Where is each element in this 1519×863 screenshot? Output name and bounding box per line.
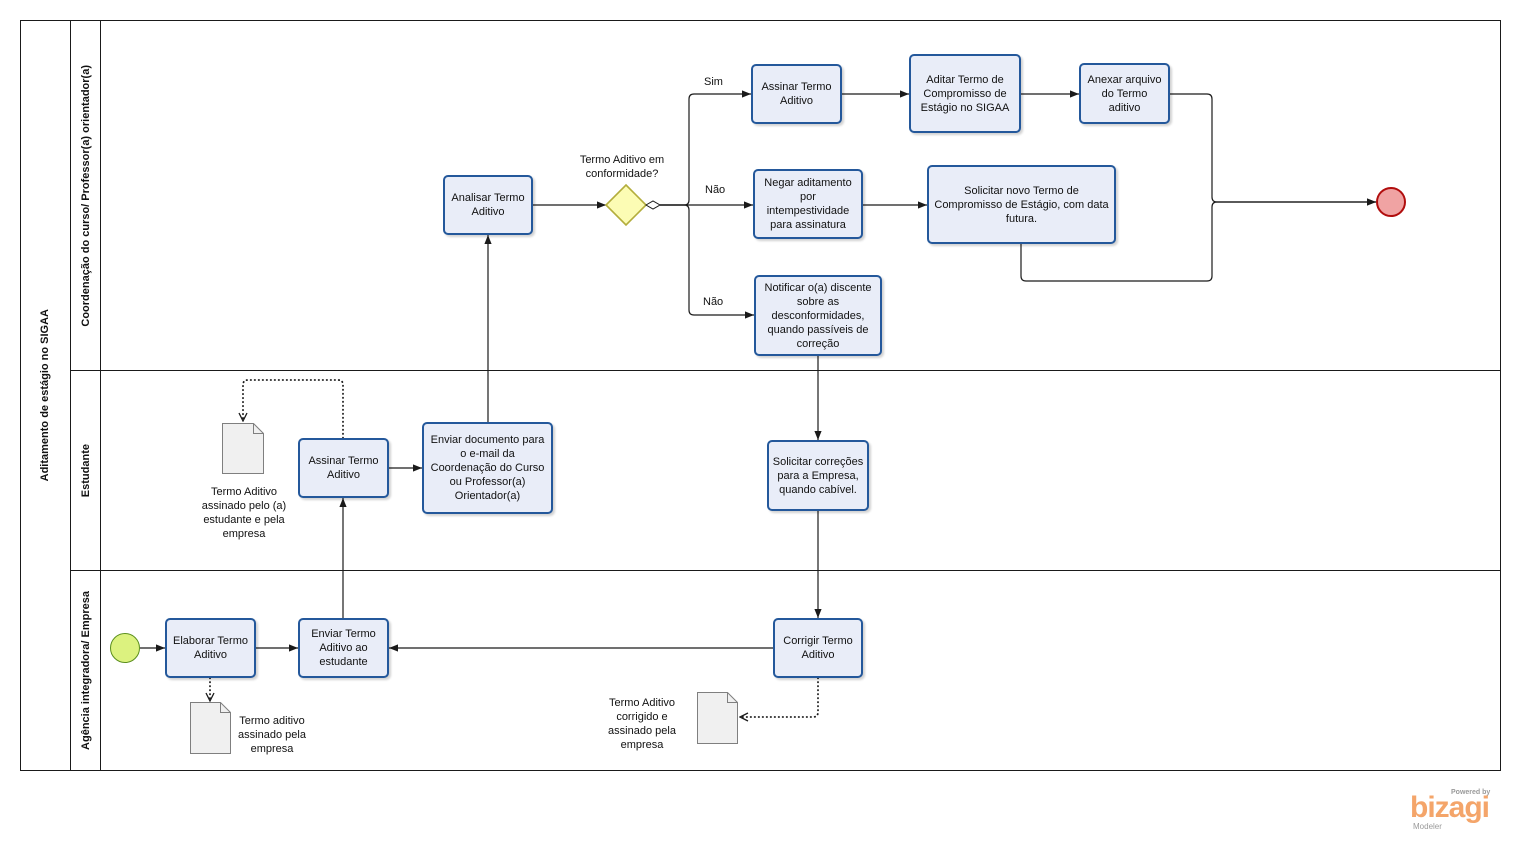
task-corrigir-termo-aditivo: Corrigir Termo Aditivo (773, 618, 863, 678)
product-name: Modeler (1413, 822, 1442, 831)
task-analisar-termo-aditivo: Analisar Termo Aditivo (443, 175, 533, 235)
flow-label-nao: Não (703, 296, 724, 308)
association-assinar-to-document (243, 379, 344, 439)
lane-divider (70, 370, 1500, 371)
task-label: Notificar o(a) discente sobre as desconf… (764, 281, 872, 350)
task-label: Negar aditamento por intempestividade pa… (764, 177, 852, 231)
lane-header-column (70, 20, 101, 771)
powered-by-text: Powered by (1451, 789, 1491, 796)
flow-solicitar-novo-to-end (1020, 198, 1376, 282)
task-notificar-discente: Notificar o(a) discente sobre as desconf… (754, 275, 882, 356)
task-label: Solicitar novo Termo de Compromisso de E… (934, 184, 1109, 225)
start-event (110, 633, 140, 663)
flow-label-nao: Não (705, 184, 726, 196)
task-label: Enviar documento para o e-mail da Coorde… (430, 434, 545, 502)
task-solicitar-correcoes: Solicitar correções para a Empresa, quan… (767, 440, 869, 511)
gateway-label: Termo Aditivo em conformidade? (579, 154, 665, 180)
pool-header: Aditamento de estágio no SIGAA (20, 20, 71, 771)
task-label: Assinar Termo Aditivo (308, 455, 379, 481)
pool (20, 20, 1501, 771)
task-label: Corrigir Termo Aditivo (783, 635, 853, 661)
task-negar-aditamento: Negar aditamento por intempestividade pa… (753, 169, 863, 239)
data-object-label: Termo Aditivo assinado pelo (a) estudant… (201, 486, 287, 540)
task-label: Aditar Termo de Compromisso de Estágio n… (920, 73, 1010, 114)
lane-divider (70, 570, 1500, 571)
task-assinar-termo-aditivo-estudante: Assinar Termo Aditivo (298, 438, 389, 498)
task-assinar-termo-aditivo-coordenacao: Assinar Termo Aditivo (751, 64, 842, 124)
flow-gateway-nao-notificar (660, 204, 754, 319)
task-anexar-arquivo: Anexar arquivo do Termo aditivo (1079, 63, 1170, 124)
task-label: Analisar Termo Aditivo (451, 192, 525, 218)
task-label: Enviar Termo Aditivo ao estudante (311, 628, 376, 668)
end-event (1376, 187, 1406, 217)
exclusive-gateway (604, 183, 648, 227)
data-object-label: Termo Aditivo corrigido e assinado pela … (608, 697, 676, 751)
conditional-flow-marker (644, 200, 662, 210)
association-corrigir-to-document (740, 677, 819, 717)
flow-label-sim: Sim (704, 76, 723, 88)
bizagi-logo: bizagi (1410, 791, 1490, 824)
task-label: Solicitar correções para a Empresa, quan… (772, 455, 864, 496)
task-enviar-documento: Enviar documento para o e-mail da Coorde… (422, 422, 553, 514)
task-solicitar-novo-termo: Solicitar novo Termo de Compromisso de E… (927, 165, 1116, 244)
task-elaborar-termo-aditivo: Elaborar Termo Aditivo (165, 618, 256, 678)
flow-anexar-to-end (1170, 93, 1376, 206)
task-label: Elaborar Termo Aditivo (173, 635, 248, 661)
task-enviar-termo-ao-estudante: Enviar Termo Aditivo ao estudante (298, 618, 389, 678)
data-object-document-icon (697, 692, 738, 744)
data-object-label: Termo aditivo assinado pela empresa (238, 715, 306, 755)
data-object-document-icon (222, 423, 264, 474)
task-label: Assinar Termo Aditivo (761, 81, 832, 107)
task-aditar-termo-compromisso: Aditar Termo de Compromisso de Estágio n… (909, 54, 1021, 133)
task-label: Anexar arquivo do Termo aditivo (1087, 73, 1162, 114)
data-object-document-icon (190, 702, 231, 754)
